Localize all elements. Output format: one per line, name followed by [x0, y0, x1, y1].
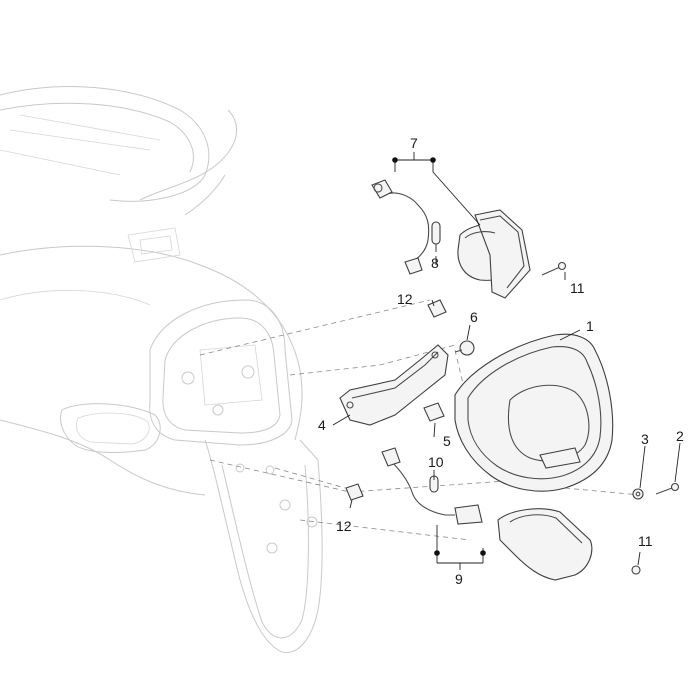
tail-light-1 [454, 333, 614, 492]
callout-1: 1 [586, 318, 594, 334]
callout-6: 6 [470, 309, 478, 325]
callout-3: 3 [641, 431, 649, 447]
screw-2 [655, 482, 680, 495]
clip-nut-12-lower [345, 483, 364, 501]
clip-nut-12-upper [427, 299, 447, 318]
screw-11-upper [541, 261, 567, 276]
callout-9: 9 [455, 571, 463, 587]
screw-11-lower [631, 565, 641, 575]
scooter-rear-body [0, 86, 323, 653]
callout-7: 7 [410, 135, 418, 151]
callout-leaders [332, 152, 681, 570]
callout-labels: 7 8 11 12 6 1 4 5 3 2 10 12 11 9 [318, 135, 684, 587]
licence-plate-light-assembly [371, 179, 531, 299]
washer-3 [632, 488, 644, 500]
callout-11-upper: 11 [570, 280, 585, 296]
callout-5: 5 [443, 433, 451, 449]
callout-12-lower: 12 [336, 518, 352, 534]
bulb-8 [431, 221, 441, 252]
callout-10: 10 [428, 454, 444, 470]
callout-4: 4 [318, 417, 326, 433]
screw-6 [454, 340, 475, 356]
callout-12-upper: 12 [397, 291, 413, 307]
callout-11-lower: 11 [638, 533, 653, 549]
turn-signal-assembly-9 [381, 447, 593, 581]
mounting-bracket-4 [339, 344, 449, 426]
assembly-guide-lines [199, 299, 641, 541]
callout-2: 2 [676, 428, 684, 444]
clip-5 [423, 402, 445, 422]
callout-8: 8 [431, 255, 439, 271]
